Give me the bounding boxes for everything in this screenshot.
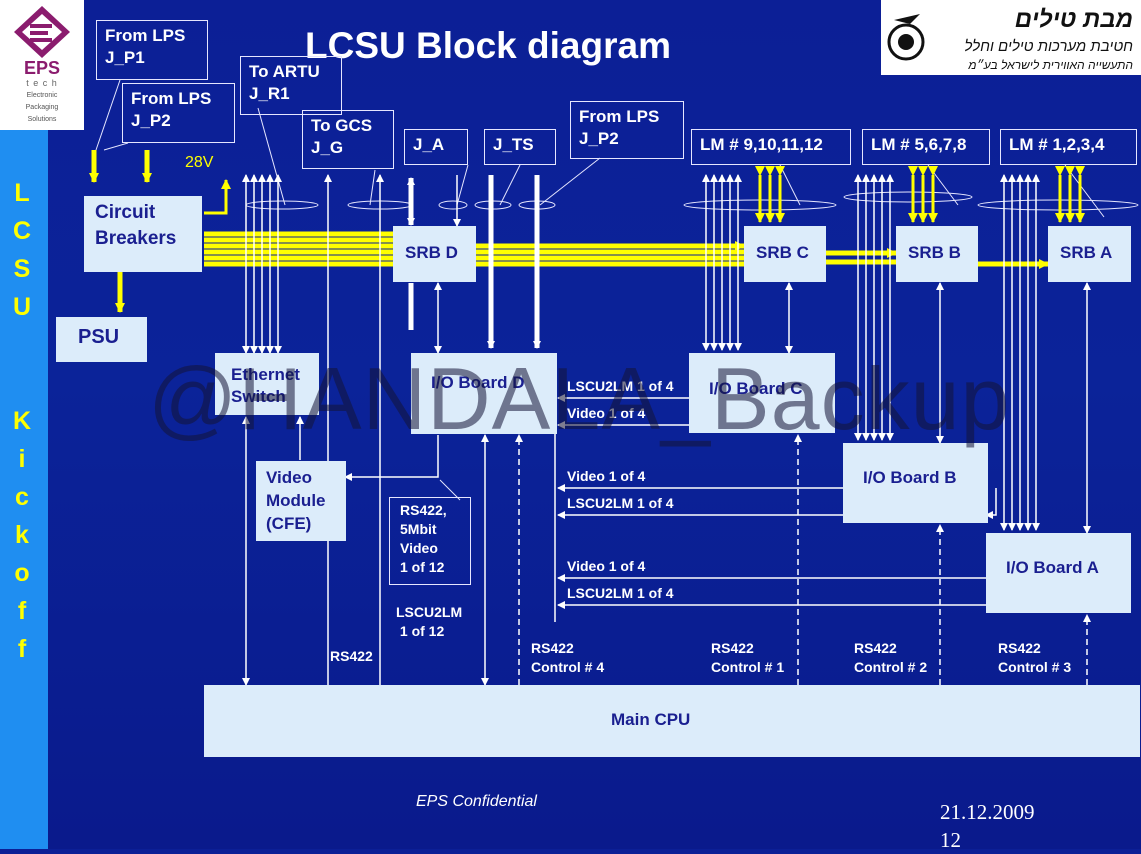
io-board-d-block: I/O Board D [411,353,557,434]
video-a-label: Video 1 of 4 [567,558,646,574]
lscu-b-label: LSCU2LM 1 of 4 [567,495,674,511]
ethernet-switch-block: Ethernet Switch [215,353,319,415]
footer-date: 21.12.2009 [940,800,1035,824]
video-b-label: Video 1 of 4 [567,468,646,484]
io-board-a-block: I/O Board A [986,533,1131,613]
side-letter: i [18,445,26,473]
side-letter: C [12,217,32,245]
iai-logo-subtitle: חטיבת מערכות טילים וחלל [964,38,1133,55]
main-cpu-label: Main CPU [611,710,691,729]
side-letter: L [14,179,30,207]
srb-d-label: SRB D [405,243,458,262]
side-bar [0,130,48,849]
side-letter: f [17,635,27,663]
page-title: LCSU Block diagram [305,25,671,66]
srb-d-block: SRB D [393,226,476,282]
io-board-c-label: I/O Board C [709,379,803,398]
callout-jts: J_TS [484,129,556,165]
control-3-label: RS422 Control # 3 [998,640,1072,675]
signal-lines [242,174,1091,686]
page-number: 12 [940,828,961,852]
callout-artu: To ARTU J_R1 [240,56,342,115]
callout-lps-p1: From LPS J_P1 [96,20,208,80]
side-letter: c [15,483,29,511]
side-letter: o [14,559,30,587]
iai-logo-company: התעשייה האווירית לישראל בע״מ [968,58,1133,72]
eps-logo: EPS t e c h Electronic Packaging Solutio… [0,0,84,130]
srb-a-block: SRB A [1048,226,1131,282]
lm-power-arrows [755,166,1085,223]
control-2-label: RS422 Control # 2 [854,640,928,675]
srb-a-label: SRB A [1060,243,1113,262]
side-letter: f [17,597,27,625]
srb-c-label: SRB C [756,243,809,262]
callout-rs422-video: RS422, 5Mbit Video 1 of 12 [389,497,471,585]
watermark: @HANDALA_Backup [148,349,1011,448]
callout-gcs: To GCS J_G [302,110,394,169]
io-board-b-label: I/O Board B [863,468,957,487]
thick-signal-lines [407,175,541,349]
callout-lm-b: LM # 5,6,7,8 [862,129,990,165]
side-letter: S [13,255,31,283]
circuit-breakers-block: Circuit Breakers [84,196,202,272]
control-1-label: RS422 Control # 1 [711,640,785,675]
voltage-label: 28V [185,154,214,171]
eps-logo-mark-icon [14,6,70,58]
video-module-label: Video Module (CFE) [266,468,326,533]
iai-logo: מבת טילים חטיבת מערכות טילים וחלל התעשיי… [881,0,1141,75]
circuit-breakers-label: Circuit Breakers [95,202,177,249]
rs422-label: RS422 [330,648,373,664]
srb-c-block: SRB C [744,226,826,282]
psu-label: PSU [78,326,120,348]
lscu-12-label: LSCU2LM 1 of 12 [396,604,463,639]
iai-logo-title: מבת טילים [1014,6,1133,33]
eps-logo-tagline: Solutions [27,116,57,123]
callout-ja: J_A [404,129,468,165]
lscu-c-label: LSCU2LM 1 of 4 [567,378,674,394]
callout-lm-a: LM # 1,2,3,4 [1000,129,1137,165]
eps-logo-tagline: Packaging [25,104,59,111]
callout-lm-c: LM # 9,10,11,12 [691,129,851,165]
lscu-a-label: LSCU2LM 1 of 4 [567,585,674,601]
psu-block: PSU [56,317,147,362]
io-board-c-block: I/O Board C [689,353,835,433]
confidential-footer: EPS Confidential [416,793,537,810]
io-board-a-label: I/O Board A [1006,558,1099,577]
eps-logo-subtitle: t e c h [26,78,58,88]
eps-logo-name: EPS [23,58,61,78]
io-board-b-block: I/O Board B [843,443,988,523]
video-c-label: Video 1 of 4 [567,405,646,421]
callout-lps-p2: From LPS J_P2 [122,83,235,143]
video-module-block: Video Module (CFE) [256,461,346,541]
eps-logo-tagline: Electronic [26,92,58,99]
side-letter: K [12,407,32,435]
io-board-d-label: I/O Board D [431,373,525,392]
ethernet-switch-label: Ethernet Switch [231,365,300,406]
callout-lps-p2b: From LPS J_P2 [570,101,684,159]
footer-date-block: 21.12.2009 12 [940,798,1035,854]
side-letter: U [12,293,32,321]
main-cpu-block: Main CPU [204,685,1140,757]
control-4-label: RS422 Control # 4 [531,640,605,675]
control-lines [515,434,1091,685]
side-letter: k [15,521,29,549]
srb-b-block: SRB B [896,226,978,282]
missile-emblem-icon [887,14,925,61]
srb-b-label: SRB B [908,243,961,262]
